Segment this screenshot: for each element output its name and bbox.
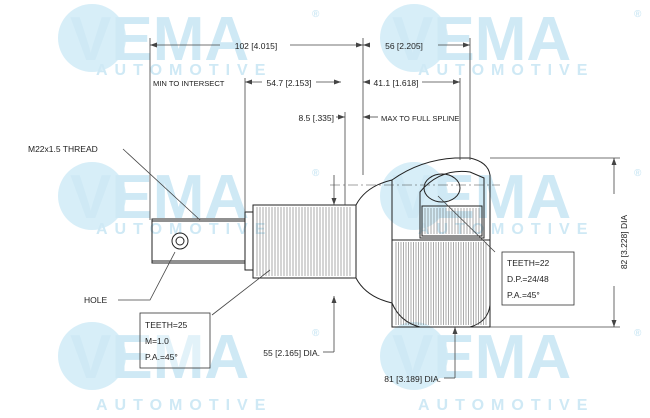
- shaft-diameter-label: 55 [2.165] DIA.: [263, 348, 320, 358]
- hole-callout: HOLE: [84, 295, 107, 305]
- outer-spline-spec: TEETH=25 M=1.0 P.A.=45°: [139, 312, 211, 369]
- spline-offset-label: 8.5 [.335]: [299, 113, 334, 123]
- dimension-labels: 102 [4.015] 56 [2.205] MIN TO INTERSECT …: [28, 41, 629, 384]
- ball-icon: [423, 173, 461, 203]
- overall-length-label: 102 [4.015]: [235, 41, 278, 51]
- leader-line: [118, 251, 176, 301]
- bell-spline-lines: [395, 242, 487, 325]
- inner-spline-spec: TEETH=22 D.P.=24/48 P.A.=45°: [501, 251, 575, 306]
- watermark-subtitle: AUTOMOTIVE: [418, 221, 594, 238]
- watermark-brand: VEMA: [70, 323, 249, 392]
- head-to-spline-label: 41.1 [1.618]: [374, 78, 419, 88]
- inner-bore-diameter-label: 82 [3.228] DIA: [619, 215, 629, 270]
- outer-spline-module: M=1.0: [145, 336, 169, 346]
- watermark-circle-icon: [58, 322, 126, 390]
- watermark-registered: ®: [634, 9, 642, 20]
- watermark-registered: ®: [312, 168, 320, 179]
- head-length-label: 56 [2.205]: [385, 41, 423, 51]
- watermark-logo: VEMA AUTOMOTIVE ®: [58, 322, 320, 414]
- watermark-logo: VEMA AUTOMOTIVE ®: [58, 4, 320, 79]
- watermark-circle-icon: [380, 322, 448, 390]
- shaft-spline-lines: [256, 207, 351, 276]
- dimension-lines: [118, 38, 620, 379]
- hole-icon: [171, 232, 189, 250]
- inner-spline-pressure-angle: P.A.=45°: [507, 290, 540, 300]
- watermark-subtitle: AUTOMOTIVE: [96, 62, 272, 79]
- leader-line: [211, 269, 271, 316]
- hole-inner-icon: [175, 236, 185, 246]
- min-to-intersect-value: 54.7 [2.153]: [267, 78, 312, 88]
- splined-shaft: [252, 204, 357, 279]
- watermark-layer: VEMA AUTOMOTIVE ® VEMA AUTOMOTIVE ® VEMA…: [58, 4, 642, 414]
- watermark-subtitle: AUTOMOTIVE: [418, 62, 594, 79]
- spec-box: [139, 312, 211, 369]
- arrowhead-icon: [452, 327, 458, 334]
- race-spline-lines: [424, 208, 480, 234]
- watermark-registered: ®: [634, 168, 642, 179]
- watermark-circle-icon: [58, 4, 126, 72]
- outer-spline-teeth: TEETH=25: [145, 320, 188, 330]
- watermark-logo: VEMA AUTOMOTIVE ®: [380, 162, 642, 238]
- bell-body: [391, 239, 491, 328]
- watermark-circle-icon: [380, 4, 448, 72]
- min-to-intersect-label: MIN TO INTERSECT: [153, 79, 225, 88]
- outer-spline-pressure-angle: P.A.=45°: [145, 352, 178, 362]
- watermark-logo: VEMA AUTOMOTIVE ®: [380, 4, 642, 79]
- leader-line: [437, 195, 496, 253]
- watermark-brand: VEMA: [70, 5, 249, 74]
- watermark-subtitle: AUTOMOTIVE: [418, 397, 594, 414]
- inner-spline-diametral-pitch: D.P.=24/48: [507, 274, 549, 284]
- watermark-registered: ®: [634, 328, 642, 339]
- watermark-registered: ®: [312, 328, 320, 339]
- bell-diameter-label: 81 [3.189] DIA.: [384, 374, 441, 384]
- watermark-logo: VEMA AUTOMOTIVE ®: [380, 322, 642, 414]
- watermark-brand: VEMA: [392, 5, 571, 74]
- watermark-brand: VEMA: [392, 323, 571, 392]
- thread-callout: M22x1.5 THREAD: [28, 144, 98, 154]
- watermark-subtitle: AUTOMOTIVE: [96, 397, 272, 414]
- inner-spline-teeth: TEETH=22: [507, 258, 550, 268]
- inner-race: [421, 205, 483, 237]
- max-to-full-spline-label: MAX TO FULL SPLINE: [381, 114, 459, 123]
- arrowhead-icon: [338, 114, 370, 120]
- spec-box: [501, 251, 575, 306]
- watermark-registered: ®: [312, 9, 320, 20]
- watermark-circle-icon: [58, 162, 126, 230]
- watermark-logo: VEMA AUTOMOTIVE ®: [58, 162, 320, 238]
- leader-line: [122, 148, 201, 221]
- cv-joint-drawing: [151, 157, 500, 328]
- watermark-subtitle: AUTOMOTIVE: [96, 221, 272, 238]
